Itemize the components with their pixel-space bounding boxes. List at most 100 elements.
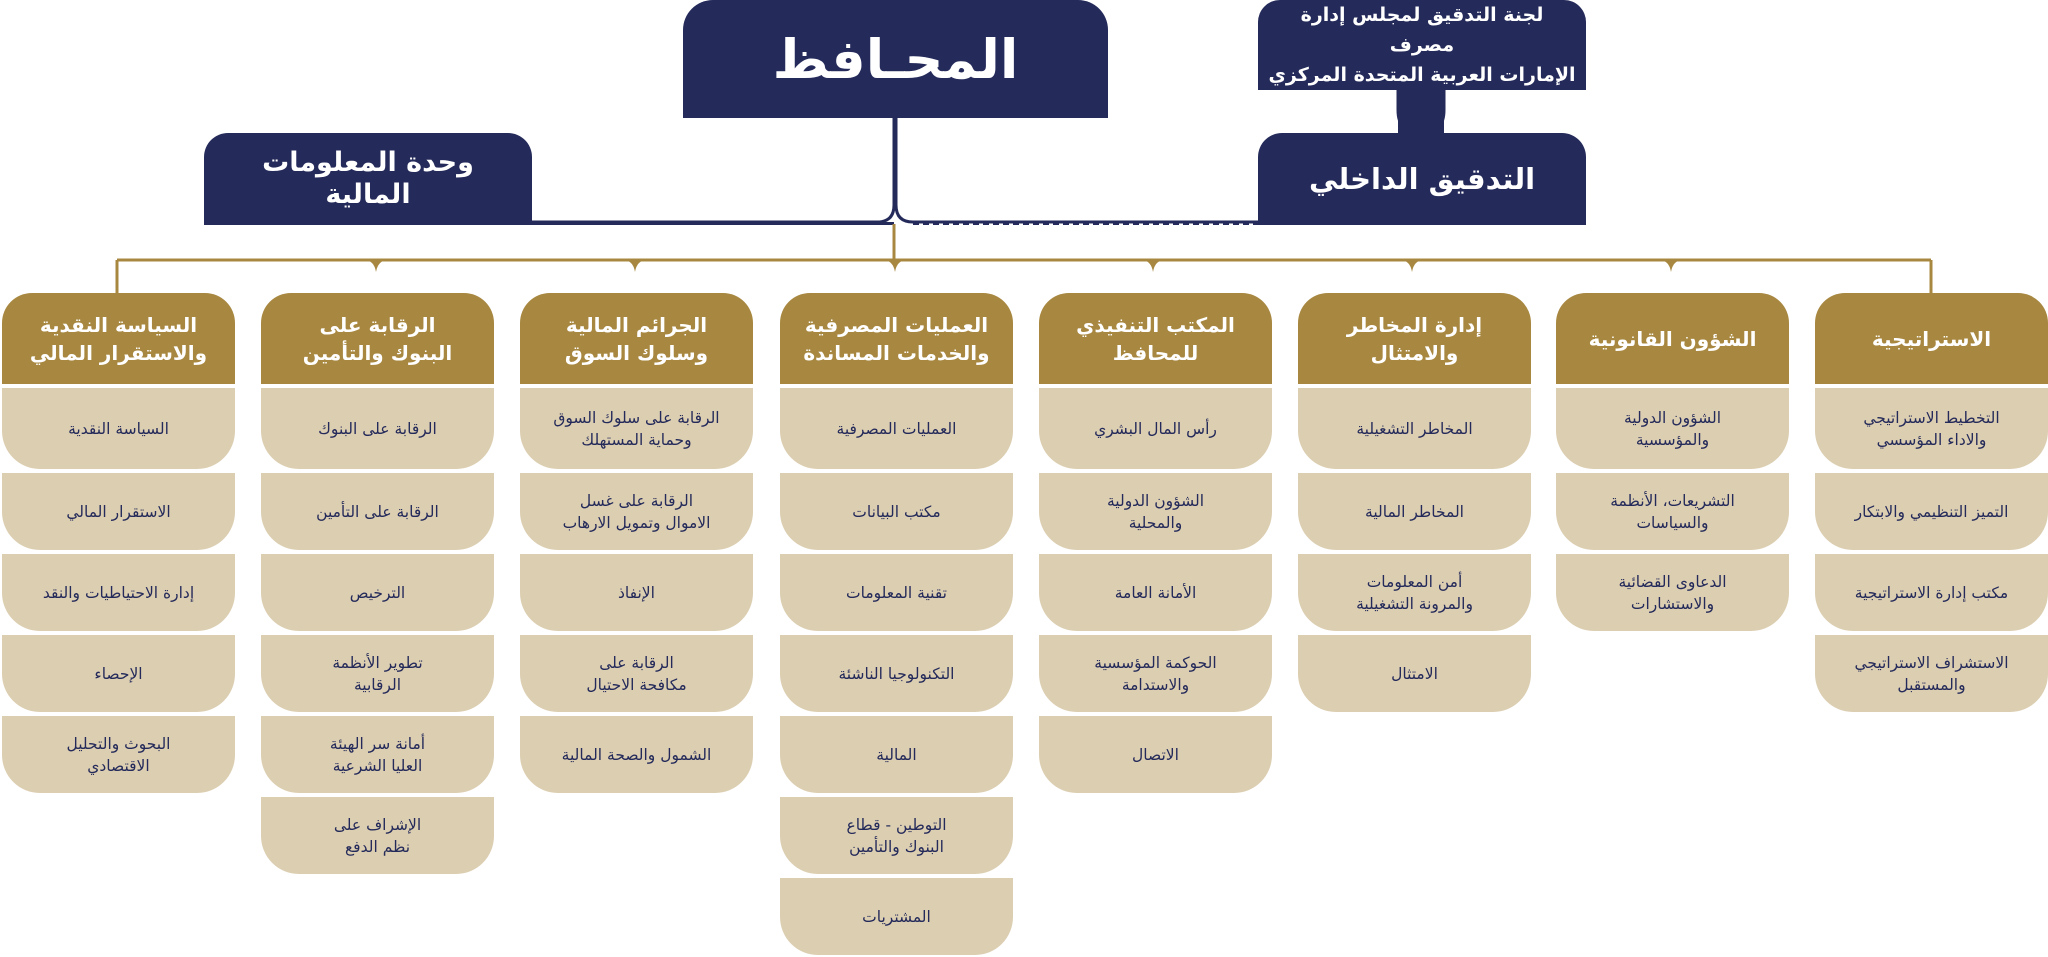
department-units: المخاطر التشغيلية المخاطر المالية أمن المع… — [1298, 388, 1531, 712]
unit-label-line: السياسة النقدية — [68, 419, 169, 438]
unit-label-line: مكتب إدارة الاستراتيجية — [1854, 583, 2009, 602]
unit-box: الاستشراف الاستراتيجي والمستقبل — [1815, 631, 2048, 712]
unit-box: التميز التنظيمي والابتكار — [1815, 469, 2048, 550]
unit-label-line: أمانة سر الهيئة — [329, 734, 426, 753]
unit-label-line: الرقابة على غسل — [579, 491, 694, 510]
unit-box: التشريعات، الأنظمة والسياسات — [1556, 469, 1789, 550]
audit-committee-line-1: لجنة التدقيق لمجلس إدارة مصرف — [1300, 4, 1544, 56]
unit-box: الاستقرار المالي — [2, 469, 235, 550]
unit-label-line: الاتصال — [1132, 745, 1179, 764]
unit-label-line: العمليات المصرفية — [836, 419, 957, 438]
unit-box: الشمول والصحة المالية — [520, 712, 753, 793]
unit-label-line: وحماية المستهلك — [581, 430, 692, 449]
unit-box: الإنفاذ — [520, 550, 753, 631]
governor-title: المحـافظ — [772, 27, 1019, 91]
department-title-line: الرقابة على — [319, 312, 436, 337]
unit-label-line: الاموال وتمويل الارهاب — [562, 513, 711, 532]
unit-box: مكتب إدارة الاستراتيجية — [1815, 550, 2048, 631]
unit-box: المخاطر التشغيلية — [1298, 388, 1531, 469]
department-units: السياسة النقدية الاستقرار المالي إدارة الا… — [2, 388, 235, 793]
department-title-line: وسلوك السوق — [564, 340, 709, 365]
unit-box: المشتريات — [780, 874, 1013, 955]
department-title-line: والاستقرار المالي — [29, 340, 208, 365]
unit-label-line: الرقابة على — [599, 653, 674, 672]
unit-label-line: المشتريات — [862, 907, 931, 926]
audit-committee-box: لجنة التدقيق لمجلس إدارة مصرف الإمارات ا… — [1258, 0, 1586, 90]
unit-box: الرقابة على التأمين — [261, 469, 494, 550]
department-units: الشؤون الدولية والمؤسسية التشريعات، الأنظم… — [1556, 388, 1789, 631]
unit-label-line: مكتب البيانات — [852, 502, 941, 521]
unit-label-line: الرقابة على التأمين — [316, 502, 439, 521]
unit-box: الامتثال — [1298, 631, 1531, 712]
unit-label-line: المخاطر التشغيلية — [1356, 419, 1473, 438]
department-title-line: البنوك والتأمين — [302, 340, 453, 365]
unit-box: الإحصاء — [2, 631, 235, 712]
unit-label-line: الإحصاء — [94, 664, 143, 683]
unit-label-line: البحوث والتحليل — [66, 734, 171, 753]
audit-committee-line-2: الإمارات العربية المتحدة المركزي — [1268, 64, 1576, 86]
unit-label-line: والاستشارات — [1630, 594, 1715, 613]
unit-label-line: المخاطر المالية — [1365, 502, 1464, 521]
unit-label-line: إدارة الاحتياطيات والنقد — [42, 583, 195, 602]
unit-label-line: الشؤون الدولية — [1623, 408, 1722, 427]
unit-label-line: والمؤسسية — [1635, 430, 1710, 449]
unit-box: المالية — [780, 712, 1013, 793]
unit-box: أمانة سر الهيئة العليا الشرعية — [261, 712, 494, 793]
unit-label-line: تطوير الأنظمة — [332, 653, 423, 672]
fiu-line-1: وحدة المعلومات — [262, 147, 474, 178]
unit-label-line: الإشراف على — [333, 815, 422, 834]
unit-label-line: الحوكمة المؤسسية — [1094, 653, 1217, 672]
unit-label-line: الامتثال — [1391, 664, 1438, 683]
unit-box: مكتب البيانات — [780, 469, 1013, 550]
unit-label-line: تقنية المعلومات — [846, 583, 947, 602]
unit-box: السياسة النقدية — [2, 388, 235, 469]
department-header: الجرائم المالية وسلوك السوق — [520, 293, 753, 384]
unit-label-line: العليا الشرعية — [332, 756, 423, 775]
internal-audit-box: التدقيق الداخلي — [1258, 133, 1586, 225]
unit-box: التكنولوجيا الناشئة — [780, 631, 1013, 712]
governor-box: المحـافظ — [683, 0, 1108, 118]
unit-box: الاتصال — [1039, 712, 1272, 793]
department-title-line: الشؤون القانونية — [1588, 326, 1757, 351]
department-header: الشؤون القانونية — [1556, 293, 1789, 384]
unit-label-line: والمحلية — [1128, 513, 1183, 532]
department-units: الرقابة على البنوك الرقابة على التأمين الت… — [261, 388, 494, 874]
unit-label-line: والمستقبل — [1897, 675, 1966, 694]
unit-label-line: والسياسات — [1636, 513, 1709, 532]
department-units: رأس المال البشري الشؤون الدولية والمحلية ال… — [1039, 388, 1272, 793]
unit-label-line: مكافحة الاحتيال — [586, 675, 687, 694]
financial-intelligence-unit-box: وحدة المعلومات المالية — [204, 133, 532, 225]
unit-label-line: الاستشراف الاستراتيجي — [1854, 653, 2009, 672]
unit-box: الرقابة على غسل الاموال وتمويل الارهاب — [520, 469, 753, 550]
unit-box: المخاطر المالية — [1298, 469, 1531, 550]
department-title-line: الجرائم المالية — [565, 312, 708, 337]
unit-box: الترخيص — [261, 550, 494, 631]
fiu-line-2: المالية — [325, 179, 411, 210]
unit-box: الرقابة على البنوك — [261, 388, 494, 469]
unit-box: تقنية المعلومات — [780, 550, 1013, 631]
unit-label-line: التشريعات، الأنظمة — [1610, 491, 1735, 510]
unit-label-line: الرقابة على البنوك — [318, 419, 437, 438]
department-units: العمليات المصرفية مكتب البيانات تقنية المع… — [780, 388, 1013, 955]
department-header: الرقابة على البنوك والتأمين — [261, 293, 494, 384]
unit-label-line: والاستدامة — [1121, 675, 1190, 694]
unit-label-line: الشؤون الدولية — [1106, 491, 1205, 510]
unit-box: إدارة الاحتياطيات والنقد — [2, 550, 235, 631]
unit-label-line: رأس المال البشري — [1094, 419, 1217, 438]
unit-label-line: التكنولوجيا الناشئة — [838, 664, 955, 683]
internal-audit-title: التدقيق الداخلي — [1308, 162, 1536, 196]
